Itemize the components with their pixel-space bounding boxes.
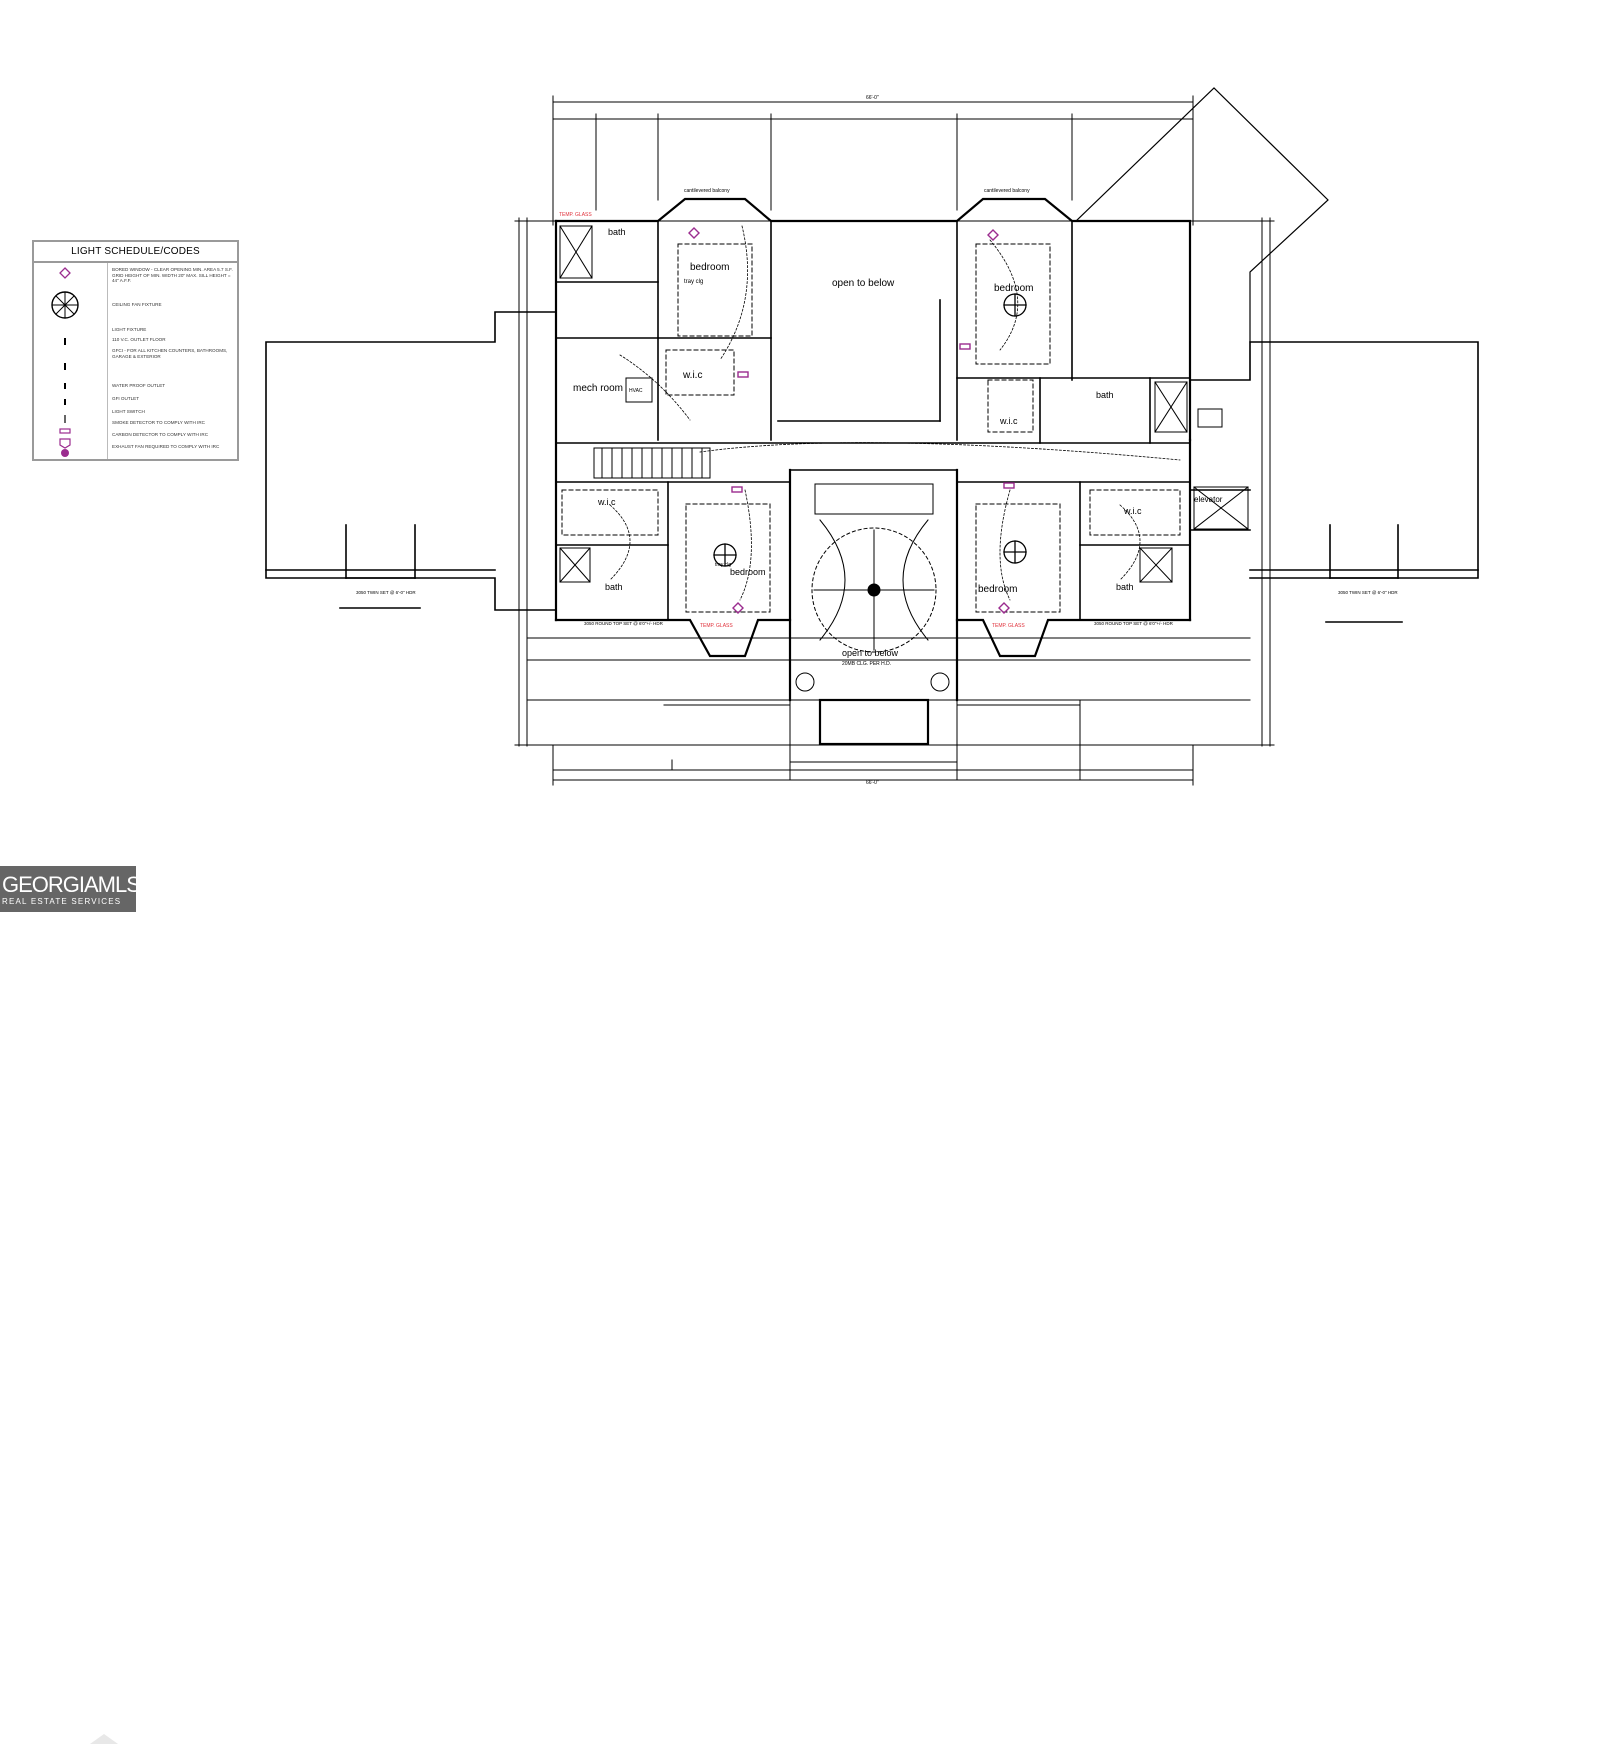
interior-walls (555, 220, 1251, 621)
floor-plan: bath bedroom tray clg open to below bedr… (265, 87, 1479, 786)
dimension-lines-bottom (526, 637, 1251, 786)
label-balcony-1: cantilevered balcony (684, 188, 730, 194)
dim-overall-bottom: 66'-0" (866, 780, 879, 786)
room-bedroom-3: bedroom (730, 567, 766, 577)
legend-divider (107, 263, 108, 459)
legend-item-carbon: CARBON DETECTOR TO COMPLY WITH IRC (112, 432, 209, 437)
note-window-right: 3050 ROUND TOP SET @ 6'0"+/- HDR (1094, 621, 1174, 626)
room-tray-1: tray clg (684, 279, 703, 285)
dim-overall-top: 66'-0" (866, 95, 879, 101)
room-wic-4: w.i.c (1123, 506, 1142, 516)
room-bath-2: bath (1096, 390, 1114, 400)
room-bedroom-4: bedroom (978, 584, 1017, 595)
legend-item-outlet: 110 V.C. OUTLET FLOOR (112, 337, 166, 342)
room-wic-2: w.i.c (999, 416, 1018, 426)
legend-symbols (51, 267, 79, 457)
tray-ceiling-outlines (561, 243, 1181, 613)
exhaust-fan-icon (61, 449, 69, 457)
legend-item-gfi: GFI OUTLET (112, 396, 140, 401)
room-wic-3: w.i.c (597, 497, 616, 507)
room-bedroom-2: bedroom (994, 283, 1033, 294)
note-dormer-right: 3050 TWIN SET @ 6'-0" HDR (1338, 590, 1398, 595)
roof-logo-icon (90, 1734, 118, 1744)
smoke-detector-icons (688, 227, 1015, 614)
legend-item-smoke: SMOKE DETECTOR TO COMPLY WITH IRC (112, 420, 205, 425)
roof-outline (1075, 87, 1329, 343)
note-dormer-left: 3050 TWIN SET @ 6'-0" HDR (356, 590, 416, 595)
wiring (609, 225, 1181, 601)
smoke-detector-legend-icon (59, 428, 71, 434)
note-temp-glass-3: TEMP. GLASS (992, 623, 1025, 629)
room-hvac: HVAC (629, 388, 643, 394)
room-bedroom-1: bedroom (690, 262, 729, 273)
legend-item-waterproof: WATER PROOF OUTLET (112, 383, 166, 388)
annotations: TEMP. GLASS TEMP. GLASS TEMP. GLASS 3050… (356, 95, 1398, 786)
staircase (593, 447, 711, 479)
note-temp-glass-2: TEMP. GLASS (700, 623, 733, 629)
georgiamls-logo: GEORGIAMLS REAL ESTATE SERVICES (0, 866, 141, 1744)
legend-item-light: LIGHT FIXTURE (112, 327, 147, 332)
label-balcony-2: cantilevered balcony (984, 188, 1030, 194)
logo-sub-text: REAL ESTATE SERVICES (2, 897, 122, 906)
room-open-to-below-note: 20MB CLG. PER H.D. (842, 661, 891, 667)
logo-main-text: GEORGIAMLS (2, 872, 141, 897)
room-open-to-below-1: open to below (832, 278, 895, 289)
legend-item-window: BORED WINDOW - CLEAR OPENING MIN. AREA 5… (112, 267, 233, 283)
room-bath-4: bath (1116, 582, 1134, 592)
room-elevator: elevator (1194, 495, 1223, 504)
room-mech-room: mech room (573, 383, 623, 394)
legend-item-switch: LIGHT SWITCH (112, 409, 145, 414)
side-wings (265, 311, 1479, 623)
foyer-chandelier (795, 483, 950, 692)
legend-item-gfci: GFCI - FOR ALL KITCHEN COUNTERS, BATHROO… (112, 348, 228, 359)
legend-title: LIGHT SCHEDULE/CODES (34, 242, 237, 263)
legend-item-exhaust: EXHAUST FAN REQUIRED TO COMPLY WITH IRC (112, 444, 220, 449)
room-open-to-below-2: open to below (842, 648, 899, 658)
legend-panel: LIGHT SCHEDULE/CODES BORED WINDOW - CLEA… (32, 240, 239, 461)
carbon-detector-icon (59, 438, 71, 449)
closet-boxes (559, 225, 1249, 583)
note-temp-glass-1: TEMP. GLASS (559, 212, 592, 218)
window-symbol-icon (59, 267, 71, 279)
ceiling-fan-icons (713, 293, 1027, 567)
room-bath-1: bath (608, 227, 626, 237)
note-window-left: 3050 ROUND TOP SET @ 6'0"+/- HDR (584, 621, 664, 626)
room-wic-1: w.i.c (682, 370, 702, 381)
legend-item-ceiling-fan: CEILING FAN FIXTURE (112, 302, 162, 307)
room-tray-3: tray clg (715, 562, 731, 568)
room-labels: bath bedroom tray clg open to below bedr… (573, 188, 1223, 667)
dimension-lines-top (552, 95, 1194, 226)
room-bath-3: bath (605, 582, 623, 592)
